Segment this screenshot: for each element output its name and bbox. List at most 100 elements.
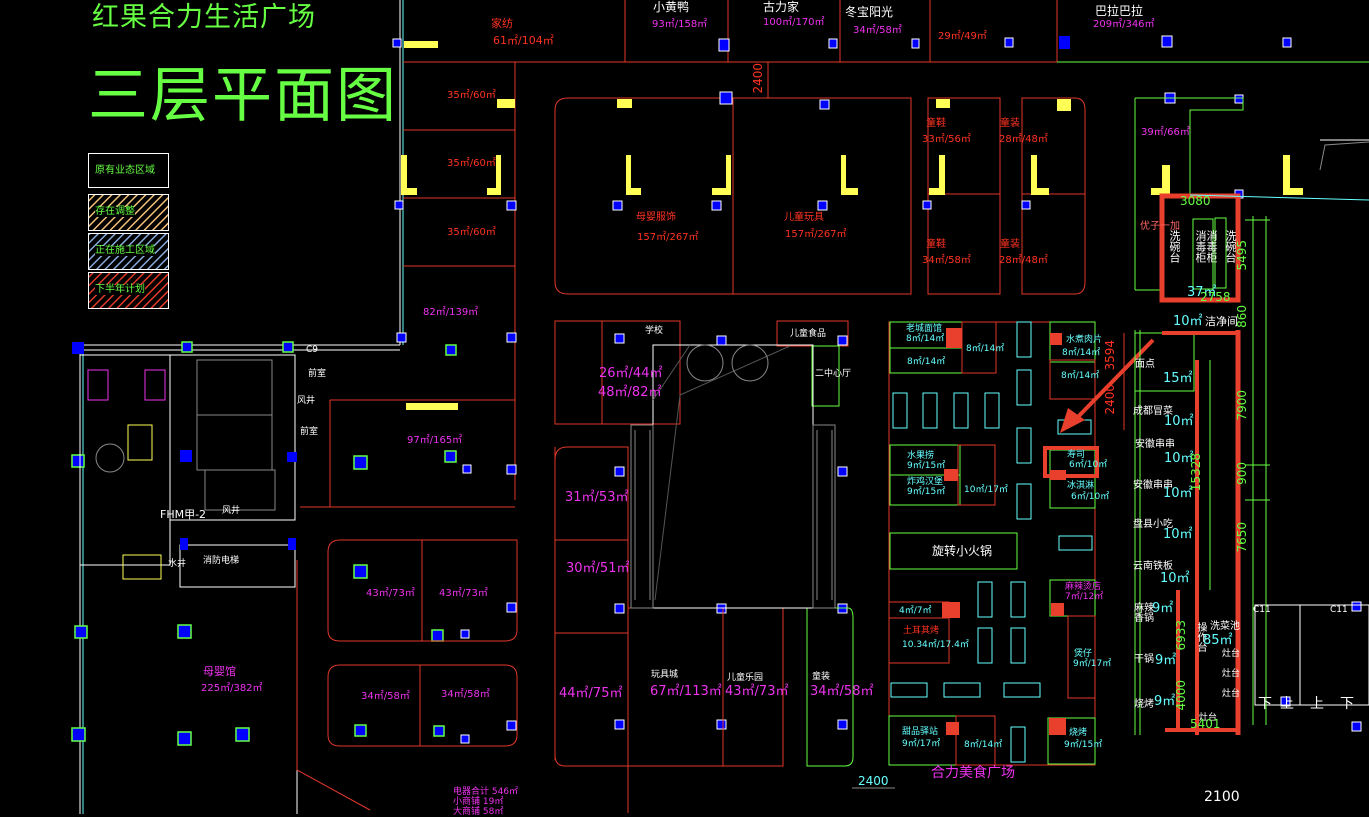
stall-area-0: 8㎡/14㎡	[906, 334, 945, 344]
unit-w4-area: 82㎡/139㎡	[423, 307, 479, 318]
stall-name-9: 冰淇淋	[1067, 481, 1095, 491]
summary-line3: 大商铺 58㎡	[453, 807, 504, 817]
highlight-arrowhead	[1060, 408, 1085, 433]
east-stall-area-3: 10㎡	[1163, 486, 1193, 501]
unit-w5-area: 97㎡/165㎡	[407, 435, 463, 446]
east-stall-area-1: 10㎡	[1164, 414, 1194, 429]
stair-down-label-2: 下	[1340, 696, 1354, 712]
core-water-well-label: 水井	[168, 559, 187, 569]
food-court-title: 合力美食广场	[931, 765, 1015, 781]
prep-label-2: 洗菜池	[1210, 621, 1240, 632]
dim-2400-top: 2400	[751, 63, 765, 94]
stall-area-16: 9㎡/15㎡	[1064, 740, 1103, 750]
unit-w2-area: 35㎡/60㎡	[447, 158, 496, 169]
shop-gulijia-name: 古力家	[763, 0, 800, 14]
stall-name-3: 水煮肉片	[1066, 335, 1103, 345]
door-c11-label-1: C11	[1253, 605, 1271, 615]
cleaning-room-label: 洁净间	[1205, 315, 1238, 328]
summary-line1: 电器合计 546㎡	[453, 787, 519, 797]
stair-up-label-1: 上	[1280, 696, 1294, 712]
legend-label-adjust: 存在调整	[95, 206, 135, 217]
shop-muyingguan-name: 母婴馆	[203, 665, 236, 678]
prep-label-1: 操作台	[1195, 622, 1206, 652]
stall-name-14: 甜品驿站	[902, 727, 939, 737]
prep-area: 85㎡	[1203, 633, 1233, 648]
shop-dongbao-area: 34㎡/58㎡	[853, 25, 902, 36]
core-area	[79, 354, 296, 588]
top-row-walls	[300, 0, 1369, 508]
core-columns	[72, 342, 297, 550]
east-kitchen	[1134, 97, 1369, 735]
east-area-10: 10㎡	[1173, 314, 1203, 329]
shop-xiaohuangya-area: 93㎡/158㎡	[652, 19, 708, 30]
atrium	[554, 320, 854, 813]
shop-dongbao-name: 冬宝阳光	[845, 5, 894, 19]
east-stall-name-4: 盘县小吃	[1133, 519, 1173, 530]
unit-s2-area: 43㎡/73㎡	[439, 588, 488, 599]
shop-jiafang-name: 家纺	[491, 17, 513, 30]
food-court-walls	[888, 321, 1096, 766]
shop-c3-area: 30㎡/51㎡	[566, 561, 630, 576]
shop-secondary-office-name: 二中心厅	[815, 369, 852, 379]
east-stall-name-8: 烧烤	[1134, 699, 1154, 710]
shop-jiafang-area: 61㎡/104㎡	[493, 34, 554, 47]
stall-name-16: 烧烤	[1069, 728, 1088, 738]
yellow-fixtures	[401, 41, 1303, 410]
shop-muying-fushi-name: 母婴服饰	[636, 212, 676, 223]
stall-name-0: 老城面馆	[906, 324, 943, 334]
south-islands	[296, 539, 518, 811]
stall-area-5: 9㎡/15㎡	[907, 461, 946, 471]
structural-columns-green	[71, 341, 457, 746]
project-name: 红果合力生活广场	[92, 2, 316, 33]
stall-area-14: 9㎡/17㎡	[902, 739, 941, 749]
shop-c7-name: 童装	[812, 672, 831, 682]
east-stall-area-2: 10㎡	[1164, 451, 1194, 466]
shop-c7-area: 34㎡/58㎡	[810, 684, 874, 699]
escalator-right	[816, 430, 833, 600]
legend-label-plan: 下半年计划	[95, 284, 145, 295]
legend-label-construction: 正在施工区域	[95, 245, 155, 256]
unit-ne-area: 39㎡/66㎡	[1141, 127, 1190, 138]
stall-name-8: 寿司	[1067, 450, 1086, 460]
east-stall-name-3: 安徽串串	[1133, 480, 1173, 491]
dim-6933: 6933	[1174, 620, 1188, 651]
shop-xiaohuangya-name: 小黄鸭	[653, 0, 690, 14]
legend-label-existing: 原有业态区域	[95, 165, 155, 176]
youzi-label: 优子一加	[1140, 221, 1180, 232]
shop-tongxie2-area: 34㎡/58㎡	[922, 255, 971, 266]
shop-kids-food-name: 儿童食品	[790, 329, 827, 339]
core-fhm2-label: FHM甲-2	[160, 508, 207, 521]
stall-area-11: 10.34㎡/17.4㎡	[902, 640, 969, 650]
stair-down-label-1: 下	[1258, 696, 1272, 712]
door-c11-label-2: C11	[1330, 605, 1348, 615]
dishwash-label-2: 洗碗台	[1224, 230, 1237, 263]
east-stall-area-6: 9㎡	[1152, 601, 1174, 616]
dim-2400-bottom: 2400	[858, 774, 889, 788]
unit-s3-area: 34㎡/58㎡	[361, 691, 410, 702]
structural-columns	[392, 35, 1362, 744]
shop-tongxie1-area: 33㎡/56㎡	[922, 134, 971, 145]
dim-7900: 7900	[1235, 390, 1249, 421]
unit-s4-area: 34㎡/58㎡	[441, 689, 490, 700]
stall-area-9: 6㎡/10㎡	[1071, 492, 1110, 502]
shop-bala-name: 巴拉巴拉	[1095, 4, 1144, 18]
highlight-box	[1043, 446, 1099, 478]
dim-4000: 4000	[1174, 680, 1188, 711]
shop-c1-area1: 26㎡/44㎡	[599, 366, 663, 381]
east-stall-name-6: 麻辣香锅	[1134, 603, 1154, 624]
food-court-tables	[890, 321, 1093, 763]
drawing-title: 三层平面图	[88, 61, 398, 131]
stall-area-13: 9㎡/17㎡	[1073, 659, 1112, 669]
sterilizer-label-2: 消毒柜	[1205, 230, 1218, 263]
shop-tongzhuang1-area: 28㎡/48㎡	[999, 134, 1048, 145]
stall-area-4: 8㎡/14㎡	[1061, 371, 1100, 381]
core-wind-well-label-2: 风井	[222, 506, 241, 516]
stall-name-13: 煲仔	[1074, 649, 1093, 659]
stove-label-2: 灶台	[1222, 689, 1241, 699]
east-stall-name-1: 成都冒菜	[1133, 406, 1173, 417]
shop-c2-area: 31㎡/53㎡	[565, 490, 629, 505]
shop-ertong-wanju-area: 157㎡/267㎡	[785, 229, 847, 240]
stall-name-12: 麻辣烫店	[1065, 582, 1102, 592]
shop-c5-name: 玩具城	[651, 670, 679, 680]
core-front-room-label: 前室	[308, 369, 327, 379]
